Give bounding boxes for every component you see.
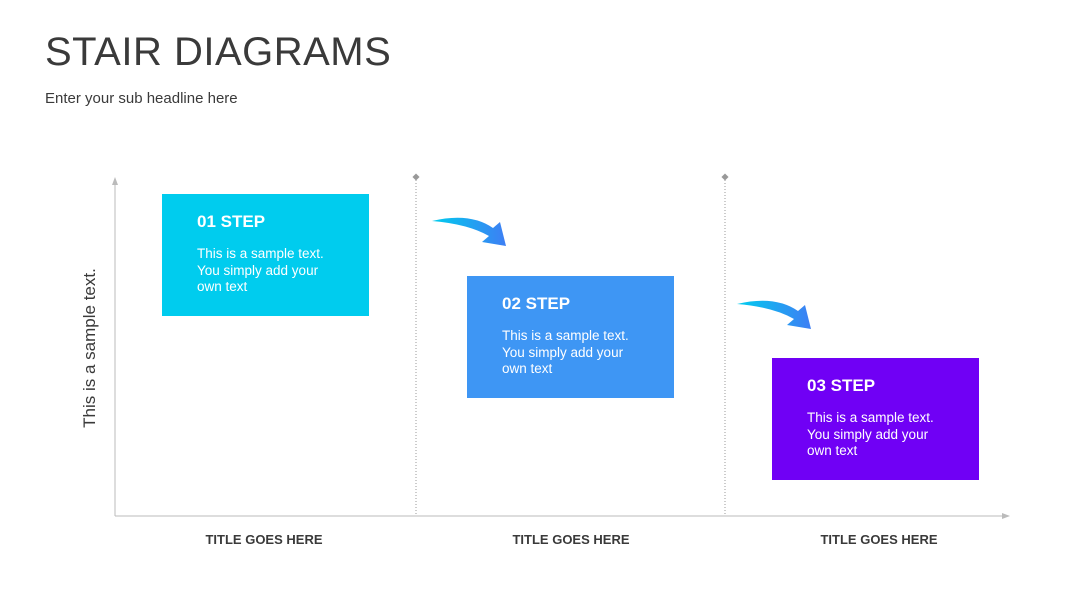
column-title-3: TITLE GOES HERE <box>820 532 938 547</box>
step-description: This is a sample text. You simply add yo… <box>502 328 629 376</box>
step-box-3: 03 STEP This is a sample text. You simpl… <box>772 358 979 480</box>
curved-arrow-icon <box>432 217 506 246</box>
step-description: This is a sample text. You simply add yo… <box>197 246 324 294</box>
step-title: 01 STEP <box>197 212 266 231</box>
step-box-2: 02 STEP This is a sample text. You simpl… <box>467 276 674 398</box>
page-subtitle: Enter your sub headline here <box>45 90 238 107</box>
column-title-1: TITLE GOES HERE <box>205 532 323 547</box>
step-description: This is a sample text. You simply add yo… <box>807 410 934 458</box>
divider-marker <box>721 173 729 181</box>
step-title: 03 STEP <box>807 376 876 395</box>
y-axis-arrowhead <box>112 177 118 185</box>
step-title: 02 STEP <box>502 294 571 313</box>
column-title-2: TITLE GOES HERE <box>512 532 630 547</box>
x-axis-arrowhead <box>1002 513 1010 519</box>
page-title: STAIR DIAGRAMS <box>45 30 392 74</box>
curved-arrow-icon <box>737 300 811 329</box>
step-box-1: 01 STEP This is a sample text. You simpl… <box>162 194 369 316</box>
divider-marker <box>412 173 420 181</box>
